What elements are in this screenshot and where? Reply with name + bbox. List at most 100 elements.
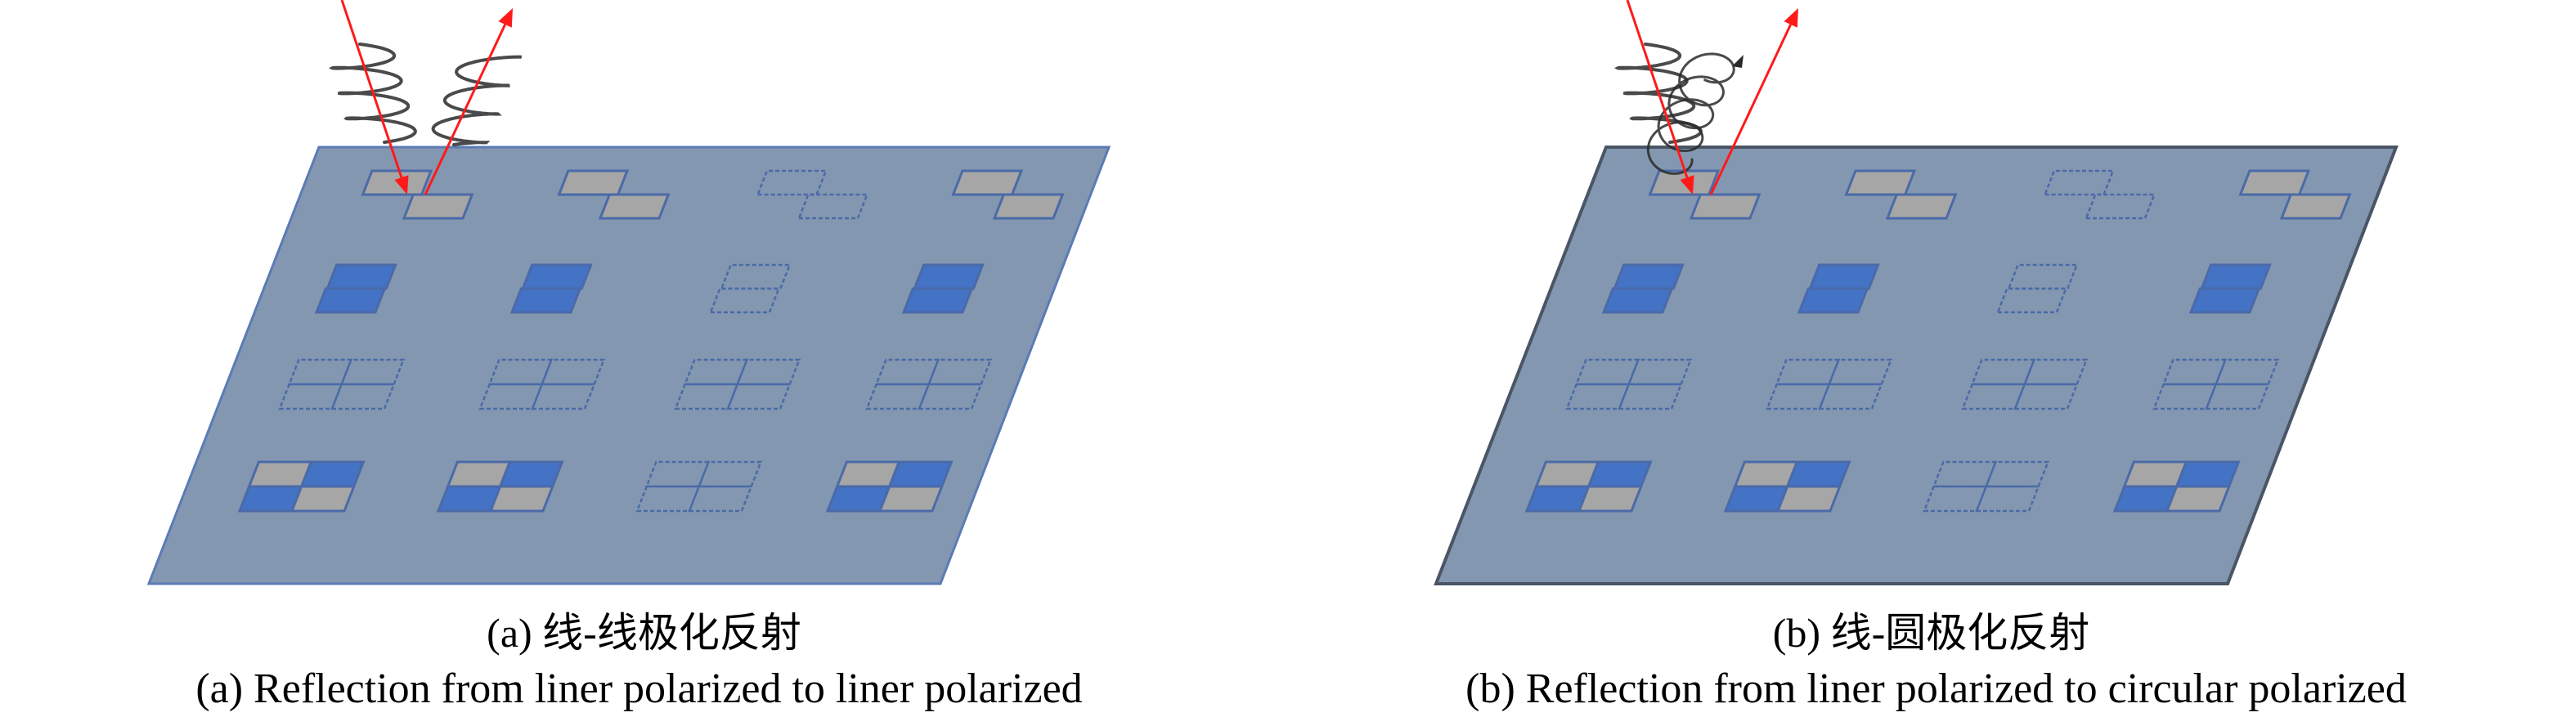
panel-b: (b) 线-圆极化反射 (b) Reflection from liner po… <box>1287 0 2575 717</box>
unit-pattern-r3-c2 <box>1766 358 1893 410</box>
gray-unit-cell <box>1844 169 1917 196</box>
blue-unit-cell <box>1785 460 1851 488</box>
unit-pattern-r3-c3 <box>674 358 801 410</box>
gray-unit-cell <box>2165 485 2231 513</box>
empty-unit-cell <box>2214 358 2280 386</box>
gray-unit-cell <box>877 485 944 513</box>
gray-unit-cell <box>488 485 554 513</box>
empty-unit-cell <box>2013 383 2079 410</box>
incident-ray-arrow-head-icon <box>1680 175 1694 195</box>
empty-unit-cell <box>1996 287 2068 314</box>
blue-unit-cell <box>913 263 985 290</box>
gray-unit-cell <box>361 169 433 196</box>
blue-unit-cell <box>2188 287 2261 314</box>
blue-unit-cell <box>1586 460 1653 488</box>
empty-unit-cell <box>540 358 606 386</box>
unit-pattern-r4-c1 <box>237 460 366 513</box>
empty-unit-cell <box>1827 358 1893 386</box>
unit-pattern-r2-c1 <box>314 263 397 314</box>
empty-unit-cell <box>797 193 869 220</box>
empty-unit-cell <box>2007 263 2079 290</box>
gray-unit-cell <box>289 485 356 513</box>
gray-unit-cell <box>1577 485 1643 513</box>
blue-unit-cell <box>1601 287 1674 314</box>
empty-unit-cell <box>756 169 828 196</box>
empty-unit-cell <box>339 358 406 386</box>
blue-unit-cell <box>325 263 397 290</box>
incident-linear-wave <box>328 43 417 144</box>
unit-pattern-r2-c4 <box>2188 263 2272 314</box>
unit-pattern-r3-c4 <box>865 358 993 410</box>
empty-unit-cell <box>1818 383 1883 410</box>
blue-unit-cell <box>887 460 954 488</box>
gray-unit-cell <box>598 193 671 220</box>
empty-unit-cell <box>709 287 781 314</box>
unit-pattern-r1-c4 <box>951 169 1065 220</box>
empty-unit-cell <box>735 358 801 386</box>
empty-unit-cell <box>2085 193 2156 220</box>
unit-pattern-r4-c2 <box>436 460 564 513</box>
incident-linear-wave <box>1613 43 1703 144</box>
gray-unit-cell <box>992 193 1065 220</box>
empty-unit-cell <box>697 460 763 488</box>
empty-unit-cell <box>927 358 993 386</box>
unit-pattern-r4-c4 <box>2112 460 2241 513</box>
blue-unit-cell <box>1797 287 1869 314</box>
unit-pattern-r3-c1 <box>1565 358 1693 410</box>
incident-ray-arrow-head-icon <box>394 175 409 195</box>
blue-unit-cell <box>521 263 593 290</box>
blue-unit-cell <box>314 287 387 314</box>
unit-pattern-r1-c2 <box>1844 169 1958 220</box>
unit-pattern-r2-c3 <box>709 263 792 314</box>
unit-pattern-r1-c2 <box>557 169 671 220</box>
metasurface-diagram-a <box>146 0 1111 585</box>
caption-cn-a: (a) 线-线极化反射 <box>487 610 801 656</box>
helix-arrowhead-icon <box>1732 55 1744 68</box>
gray-unit-cell <box>402 193 474 220</box>
caption-cn-b: (b) 线-圆极化反射 <box>1772 610 2090 656</box>
gray-unit-cell <box>557 169 630 196</box>
unit-pattern-r4-c4 <box>825 460 954 513</box>
empty-unit-cell <box>1627 358 1693 386</box>
caption-en-b: (b) Reflection from liner polarized to c… <box>1465 665 2407 712</box>
unit-pattern-r2-c4 <box>901 263 985 314</box>
unit-pattern-r4-c3 <box>635 460 763 513</box>
metasurface-diagram-b <box>1434 0 2399 585</box>
unit-pattern-r4-c2 <box>1723 460 1851 513</box>
unit-pattern-r3-c4 <box>2152 358 2280 410</box>
empty-unit-cell <box>1984 460 2050 488</box>
gray-unit-cell <box>2279 193 2352 220</box>
unit-pattern-r4-c1 <box>1524 460 1653 513</box>
unit-pattern-r1-c3 <box>756 169 869 220</box>
unit-pattern-r2-c2 <box>1797 263 1880 314</box>
empty-unit-cell <box>1975 485 2040 513</box>
unit-pattern-r2-c1 <box>1601 263 1685 314</box>
blue-unit-cell <box>299 460 366 488</box>
empty-unit-cell <box>2022 358 2089 386</box>
blue-unit-cell <box>2200 263 2272 290</box>
reflected-linear-wave <box>431 55 523 146</box>
blue-unit-cell <box>901 287 974 314</box>
unit-pattern-r2-c3 <box>1996 263 2079 314</box>
gray-unit-cell <box>951 169 1024 196</box>
reflected-ray-arrow <box>1709 24 1793 195</box>
unit-pattern-r2-c2 <box>509 263 593 314</box>
incident-ray-arrow <box>340 0 403 178</box>
reflected-ray-arrow-head-icon <box>1784 8 1798 28</box>
caption-en-a: (a) Reflection from liner polarized to l… <box>195 665 1083 712</box>
unit-pattern-r4-c3 <box>1923 460 2050 513</box>
blue-unit-cell <box>509 287 582 314</box>
incident-ray-arrow <box>1626 0 1689 178</box>
reflected-ray-arrow-head-icon <box>498 8 513 28</box>
blue-unit-cell <box>1613 263 1685 290</box>
unit-pattern-r3-c1 <box>278 358 406 410</box>
blue-unit-cell <box>1808 263 1880 290</box>
blue-unit-cell <box>2174 460 2241 488</box>
gray-unit-cell <box>2238 169 2311 196</box>
panel-a: (a) 线-线极化反射 (a) Reflection from liner po… <box>146 0 1111 712</box>
unit-pattern-r1-c1 <box>361 169 474 220</box>
gray-unit-cell <box>1775 485 1842 513</box>
blue-unit-cell <box>498 460 564 488</box>
empty-unit-cell <box>720 263 792 290</box>
